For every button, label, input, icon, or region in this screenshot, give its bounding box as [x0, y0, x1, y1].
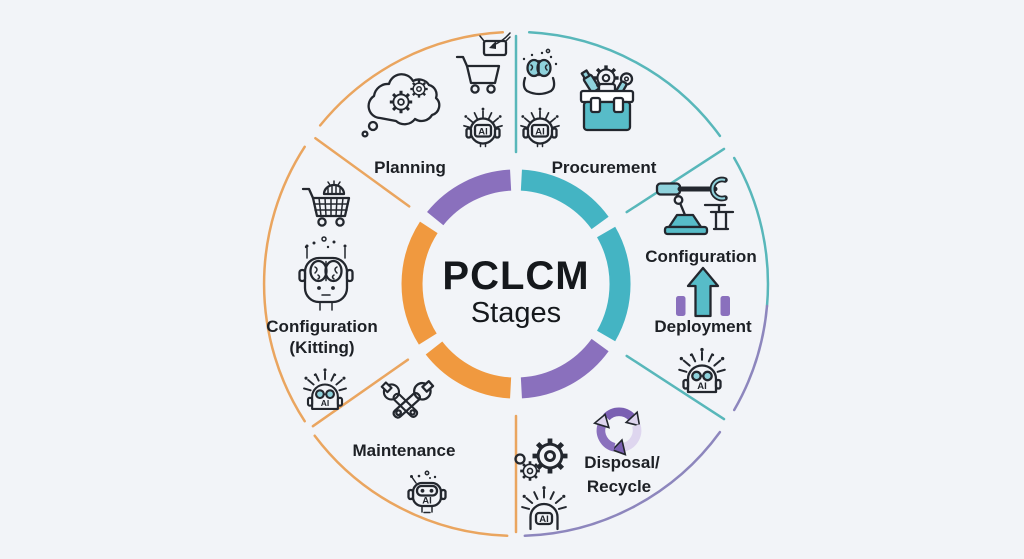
outer-arc: [732, 156, 770, 308]
disposal-recycle-sector: Disposal/ Recycle AI: [514, 407, 660, 529]
divider-line: [311, 358, 410, 428]
gears-icon: [514, 439, 568, 483]
stage-label-kitting-2: (Kitting): [289, 338, 354, 357]
stage-label-kitting-1: Configuration: [266, 317, 377, 336]
divider-line: [314, 136, 411, 208]
ai-dome-head-icon: AI: [522, 486, 566, 529]
sector-divider-lines: [311, 34, 726, 534]
recycle-icon: [592, 407, 642, 456]
stage-label-procurement: Procurement: [552, 158, 657, 177]
outer-arc: [527, 31, 722, 138]
outer-arc: [262, 145, 306, 423]
planning-sector: AI Planning: [361, 32, 511, 177]
ai-label: AI: [478, 127, 488, 138]
ai-head-icon: AI: [521, 108, 559, 147]
ring-segment: [425, 341, 512, 399]
wrench-icon: [655, 176, 728, 202]
outer-circle-arcs: [262, 31, 770, 538]
cart-download-icon: [455, 32, 511, 94]
lifecycle-ring: [401, 169, 631, 399]
ring-segment: [401, 221, 438, 345]
outer-arc: [313, 434, 509, 538]
procurement-sector: AI Procurement: [521, 48, 657, 177]
outer-arc: [318, 31, 505, 127]
ring-segment: [520, 338, 609, 399]
head-brain-icon: [522, 48, 558, 96]
deployment-sector: Deployment AI: [654, 266, 752, 392]
deploy-arrow-icon: [676, 266, 730, 318]
crossed-wrenches-icon: [377, 376, 438, 424]
configuration-sector: Configuration: [645, 176, 757, 266]
configuration-kitting-sector: Configuration (Kitting) AI: [266, 180, 378, 409]
diagram-subtitle: Stages: [471, 297, 561, 329]
ai-circuit-head-icon: AI: [679, 348, 725, 392]
maintenance-sector: Maintenance AI: [353, 376, 456, 514]
outer-arc: [732, 304, 769, 412]
ring-segment: [427, 169, 512, 226]
ai-label: AI: [422, 496, 432, 507]
ai-label: AI: [535, 127, 545, 138]
assembly-machine-icon: [663, 195, 735, 236]
thought-cloud-gears-icon: [361, 73, 441, 138]
diagram-title: PCLCM: [442, 254, 589, 298]
ai-circuit-head-icon: AI: [304, 368, 346, 409]
divider-line: [625, 147, 726, 214]
stage-label-disposal: Disposal/: [584, 453, 660, 472]
ai-robot-head-icon: AI: [407, 470, 447, 514]
toolbox-icon: [579, 63, 635, 132]
stage-label-deployment: Deployment: [654, 317, 752, 336]
divider-line: [625, 354, 726, 421]
ai-head-icon: AI: [464, 108, 502, 147]
stage-label-recycle: Recycle: [587, 477, 651, 496]
stage-label-configuration: Configuration: [645, 247, 756, 266]
ai-label: AI: [321, 398, 330, 408]
ring-segment: [520, 169, 609, 230]
ai-label: AI: [539, 514, 549, 525]
robot-brain-icon: [298, 236, 354, 311]
ring-segment: [596, 226, 631, 342]
stage-label-maintenance: Maintenance: [353, 441, 456, 460]
outer-arc: [523, 430, 722, 538]
stage-label-planning: Planning: [374, 158, 446, 177]
cart-kitting-icon: [301, 180, 351, 227]
ai-label: AI: [697, 381, 707, 392]
